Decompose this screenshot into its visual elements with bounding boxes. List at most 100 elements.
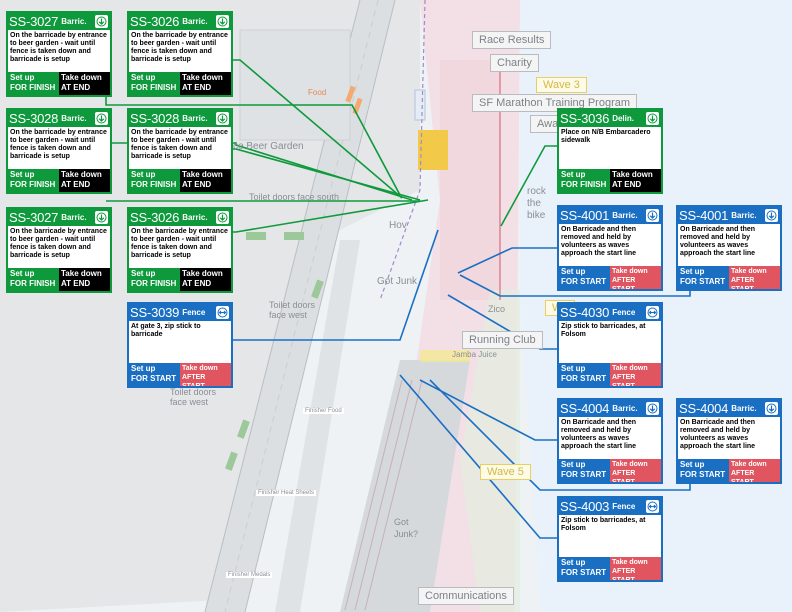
arrow-down-icon: [216, 112, 229, 125]
rock-the-bike-label: rock the bike: [527, 186, 546, 221]
setup-timing: Set up FOR START: [559, 363, 610, 386]
setup-timing: Set up FOR START: [559, 266, 610, 289]
sign-code: SS-4003: [560, 499, 610, 514]
setup-timing: Set up FOR START: [678, 266, 729, 289]
sign-type: Barric.: [612, 211, 638, 220]
sign-code: SS-3027: [9, 14, 59, 29]
race-results-label: Race Results: [472, 31, 552, 49]
arrow-down-icon: [646, 402, 659, 415]
sign-code: SS-4004: [560, 401, 610, 416]
toilet-west-label-2: Toilet doors face west: [170, 387, 217, 407]
sign-description: At gate 3, zip stick to barricade: [131, 323, 201, 338]
sign-description: On Barricade and then removed and held b…: [561, 226, 637, 257]
arrow-down-icon: [95, 112, 108, 125]
sign-type: Fence: [612, 502, 636, 511]
arrow-down-icon: [216, 211, 229, 224]
sign-description: Place on N/B Embarcadero sidewalk: [561, 129, 651, 144]
sign-description: Zip stick to barricades, at Folsom: [561, 323, 646, 338]
got-junk-label: Got Junk: [377, 276, 418, 287]
sign-code: SS-3026: [130, 210, 180, 225]
arrow-left-right-icon: [646, 306, 659, 319]
takedown-timing: Take down AFTER START: [610, 557, 661, 580]
sign-code: SS-4001: [560, 208, 610, 223]
toilet-south-label: Toilet doors face south: [249, 192, 340, 202]
takedown-timing: Take down AFTER START: [180, 363, 231, 386]
sign-description: On Barricade and then removed and held b…: [680, 226, 756, 257]
takedown-timing: Take down AT END: [180, 169, 231, 192]
sign-description: On the barricade by entrance to beer gar…: [10, 32, 107, 63]
sign-description: On Barricade and then removed and held b…: [680, 419, 756, 450]
hov-label: Hov: [389, 220, 407, 231]
arrow-down-icon: [95, 15, 108, 28]
takedown-timing: Take down AT END: [59, 72, 110, 95]
setup-timing: Set up FOR FINISH: [8, 72, 59, 95]
arrow-down-icon: [765, 402, 778, 415]
sign-type: Barric.: [612, 404, 638, 413]
arrow-left-right-icon: [216, 306, 229, 319]
setup-timing: Set up FOR FINISH: [129, 72, 180, 95]
takedown-timing: Take down AFTER START: [729, 459, 780, 482]
takedown-timing: Take down AT END: [180, 72, 231, 95]
takedown-timing: Take down AT END: [610, 169, 661, 192]
takedown-timing: Take down AFTER START: [610, 266, 661, 289]
sign-code: SS-3028: [130, 111, 180, 126]
sign-type: Barric.: [731, 211, 757, 220]
sign-description: On the barricade by entrance to beer gar…: [131, 129, 228, 160]
sign-description: On the barricade by entrance to beer gar…: [10, 129, 107, 160]
takedown-timing: Take down AFTER START: [729, 266, 780, 289]
takedown-timing: Take down AT END: [59, 169, 110, 192]
beer-garden-label: ce Beer Garden: [233, 141, 304, 152]
sign-type: Fence: [182, 308, 206, 317]
sign-type: Barric.: [731, 404, 757, 413]
arrow-down-icon: [646, 209, 659, 222]
communications-label: Communications: [418, 587, 514, 605]
zico-label: Zico: [488, 304, 506, 314]
toilet-west-label-1: Toilet doors face west: [269, 300, 316, 320]
sign-code: SS-4004: [679, 401, 729, 416]
takedown-timing: Take down AFTER START: [610, 459, 661, 482]
setup-timing: Set up FOR START: [129, 363, 180, 386]
running-club-label: Running Club: [462, 331, 543, 349]
finisher-heat-sheets-label: Finisher Heat Sheets: [256, 490, 317, 496]
food-label: Food: [308, 88, 327, 97]
setup-timing: Set up FOR START: [678, 459, 729, 482]
setup-timing: Set up FOR FINISH: [559, 169, 610, 192]
sign-code: SS-4030: [560, 305, 610, 320]
setup-timing: Set up FOR FINISH: [129, 169, 180, 192]
arrow-left-right-icon: [646, 500, 659, 513]
arrow-down-icon: [646, 112, 659, 125]
sign-code: SS-3028: [9, 111, 59, 126]
sign-type: Barric.: [182, 114, 208, 123]
jamba-juice-label: Jamba Juice: [452, 350, 497, 359]
setup-timing: Set up FOR FINISH: [8, 169, 59, 192]
arrow-down-icon: [216, 15, 229, 28]
takedown-timing: Take down AT END: [180, 268, 231, 291]
sign-type: Barric.: [61, 213, 87, 222]
sign-description: Zip stick to barricades, at Folsom: [561, 517, 646, 532]
